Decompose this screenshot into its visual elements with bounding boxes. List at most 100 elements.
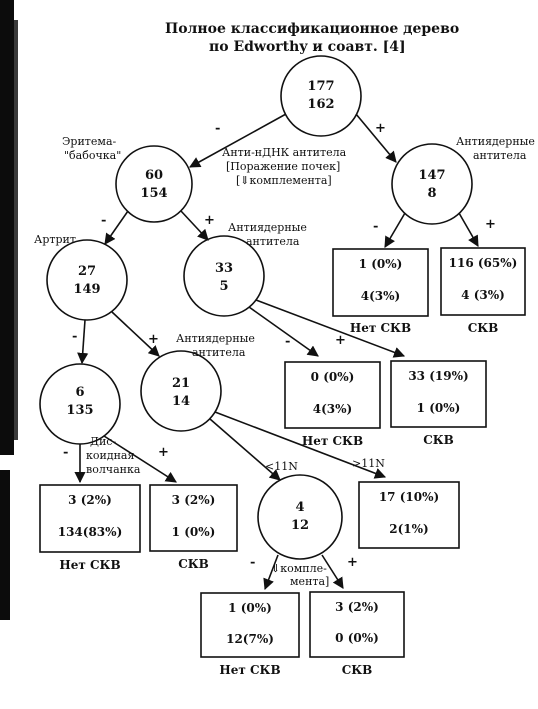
scan-binding-shadow-top: [0, 0, 14, 455]
leaf-7-row2: 2(1%): [389, 522, 429, 536]
edge-comp-l8: [263, 554, 279, 591]
node-root-bottom: 162: [307, 97, 335, 112]
label-ana-low-2: антитела: [192, 346, 246, 359]
leaf-8-row2: 12(7%): [226, 632, 274, 646]
edge-lll-l6: [103, 435, 177, 483]
edge-ll-lll: [77, 319, 89, 365]
node-root: [280, 55, 362, 137]
leaf-box-1: [332, 248, 429, 317]
label-ana-low-1: Антиядерные: [176, 332, 255, 345]
leaf-2-row2: 4 (3%): [461, 288, 505, 302]
node-right-top: 147: [418, 168, 446, 183]
node-ll-bottom: 149: [73, 282, 101, 297]
label-lt11n: <11N: [265, 460, 298, 473]
node-lr-top: 33: [214, 261, 234, 276]
node-lll-bottom: 135: [66, 403, 94, 418]
node-left-bottom: 154: [140, 186, 168, 201]
leaf-box-7: [358, 481, 460, 549]
node-comp-top: 4: [295, 500, 305, 515]
leaf-6-row2: 1 (0%): [171, 525, 216, 539]
sign-lll-minus: -: [63, 445, 69, 460]
label-discoid-1: Дис-: [90, 435, 117, 448]
leaf-box-6: [149, 484, 238, 552]
leaf-5-row1: 3 (2%): [68, 493, 112, 507]
leaf-4-result: СКВ: [423, 433, 454, 447]
leaf-box-9: [309, 591, 405, 658]
leaf-9-result: СКВ: [341, 663, 373, 677]
sign-right-plus: +: [485, 217, 496, 232]
label-dna-3: [⇓комплемента]: [236, 174, 332, 187]
sign-lr-plus: +: [335, 333, 346, 348]
node-ana-low: [140, 350, 222, 432]
leaf-8-result: Нет СКВ: [219, 663, 281, 677]
leaf-5-result: Нет СКВ: [59, 558, 121, 572]
diagram-title-line2: по Edworthy и соавт. [4]: [209, 39, 406, 55]
leaf-box-2: [440, 247, 526, 316]
edge-llr-l7: [214, 411, 387, 479]
leaf-2-row1: 116 (65%): [448, 256, 518, 270]
leaf-4-row1: 33 (19%): [408, 369, 469, 383]
leaf-9-row1: 3 (2%): [335, 600, 379, 614]
sign-comp-minus: -: [250, 555, 256, 570]
label-ana-right-2: антитела: [473, 149, 527, 162]
sign-root-plus: +: [375, 121, 386, 136]
node-dna: [391, 143, 473, 225]
node-right-bottom: 8: [427, 186, 437, 201]
edge-left-lr: [180, 210, 209, 241]
edge-llr-comp: [209, 418, 281, 481]
leaf-6-row1: 3 (2%): [171, 493, 216, 507]
label-dna-1: Анти-нДНК антитела: [222, 146, 347, 159]
node-lll-top: 6: [75, 385, 85, 400]
sign-lr-minus: -: [285, 334, 291, 349]
node-comp-bottom: 12: [290, 518, 310, 533]
leaf-2-result: СКВ: [467, 321, 499, 335]
label-discoid-2: коидная: [86, 449, 135, 462]
leaf-box-3: [284, 361, 381, 429]
scan-binding-shadow-edge: [14, 20, 18, 440]
leaf-1-result: Нет СКВ: [349, 321, 412, 335]
leaf-1-row2: 4(3%): [360, 289, 401, 303]
edge-root-right: [355, 113, 397, 163]
sign-left-plus: +: [204, 213, 215, 228]
label-erythema: Эритема-: [62, 135, 117, 148]
node-llr-top: 21: [171, 376, 191, 391]
label-ana-right-1: Антиядерные: [456, 135, 535, 148]
leaf-6-result: СКВ: [178, 557, 209, 571]
label-dna-2: [Поражение почек]: [226, 160, 341, 173]
node-lr-bottom: 5: [219, 279, 229, 294]
label-gt11n: >11N: [352, 457, 385, 470]
leaf-3-row2: 4(3%): [312, 402, 353, 416]
leaf-box-4: [390, 360, 487, 428]
leaf-8-row1: 1 (0%): [228, 601, 272, 615]
node-ana-mid: [183, 235, 265, 317]
edge-lr-l3: [248, 306, 319, 357]
label-arthritis: Артрит: [34, 233, 76, 246]
node-arthritis: [46, 239, 128, 321]
edge-comp-l9: [321, 554, 344, 589]
leaf-box-8: [200, 592, 300, 658]
node-llr-bottom: 14: [171, 394, 191, 409]
edge-root-left: [189, 113, 287, 168]
leaf-9-row2: 0 (0%): [335, 631, 379, 645]
node-left-top: 60: [144, 168, 164, 183]
scan-binding-shadow-bottom: [0, 470, 10, 620]
leaf-1-row1: 1 (0%): [358, 257, 403, 271]
sign-ll-minus: -: [72, 329, 78, 344]
sign-comp-plus: +: [347, 555, 358, 570]
leaf-3-result: Нет СКВ: [301, 434, 364, 448]
leaf-5-row2: 134(83%): [57, 525, 123, 539]
edge-right-l2: [458, 212, 479, 247]
edge-lr-l4: [255, 299, 406, 358]
sign-root-minus: -: [215, 121, 221, 136]
edge-left-ll: [104, 210, 129, 245]
label-discoid-3: волчанка: [86, 463, 141, 476]
sign-right-minus: -: [373, 219, 379, 234]
leaf-3-row1: 0 (0%): [310, 370, 355, 384]
edge-ll-llr: [111, 311, 160, 357]
edge-right-l1: [384, 212, 406, 248]
leaf-4-row2: 1 (0%): [416, 401, 461, 415]
label-compl-2: мента]: [290, 575, 330, 588]
node-root-top: 177: [307, 79, 335, 94]
label-ana-mid-2: антитела: [246, 235, 300, 248]
